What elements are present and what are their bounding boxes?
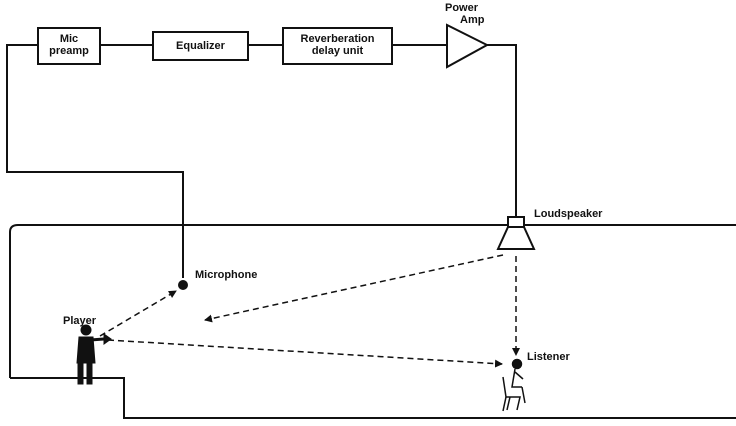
player-label: Player — [63, 315, 97, 327]
equalizer-label: Equalizer — [153, 40, 248, 52]
equalizer-box — [152, 31, 249, 61]
reverb-delay-label: Reverberation delay unit — [283, 33, 392, 57]
mic-preamp-label-line1: Mic — [59, 33, 79, 45]
wire-amp-to-speaker — [487, 44, 517, 218]
mic-preamp-label-line2: preamp — [49, 45, 89, 57]
power-amp-triangle — [446, 23, 490, 69]
power-amp-label-line2: Amp — [460, 14, 485, 26]
room-outline — [9, 224, 736, 419]
mic-preamp-label: Mic preamp — [38, 33, 100, 57]
reverb-delay-box — [282, 27, 393, 65]
listener-label: Listener — [527, 351, 570, 363]
loudspeaker-label: Loudspeaker — [534, 208, 603, 220]
microphone-icon — [178, 280, 188, 290]
path-player-to-listener — [107, 339, 503, 368]
listener-figure-icon — [502, 358, 526, 412]
loudspeaker-icon — [496, 216, 536, 250]
power-amp-label: Power Amp — [445, 2, 505, 26]
reverb-label-line1: Reverberation — [300, 33, 375, 45]
equalizer-label-text: Equalizer — [176, 40, 225, 52]
microphone-label: Microphone — [195, 269, 258, 281]
path-player-to-mic — [99, 290, 177, 337]
power-amp-label-line1: Power — [445, 2, 479, 14]
mic-preamp-box — [37, 27, 101, 65]
player-figure-icon — [76, 324, 112, 385]
wire-mic-to-preamp — [6, 44, 184, 278]
reverb-label-line2: delay unit — [311, 45, 364, 57]
path-speaker-to-player — [204, 254, 504, 323]
